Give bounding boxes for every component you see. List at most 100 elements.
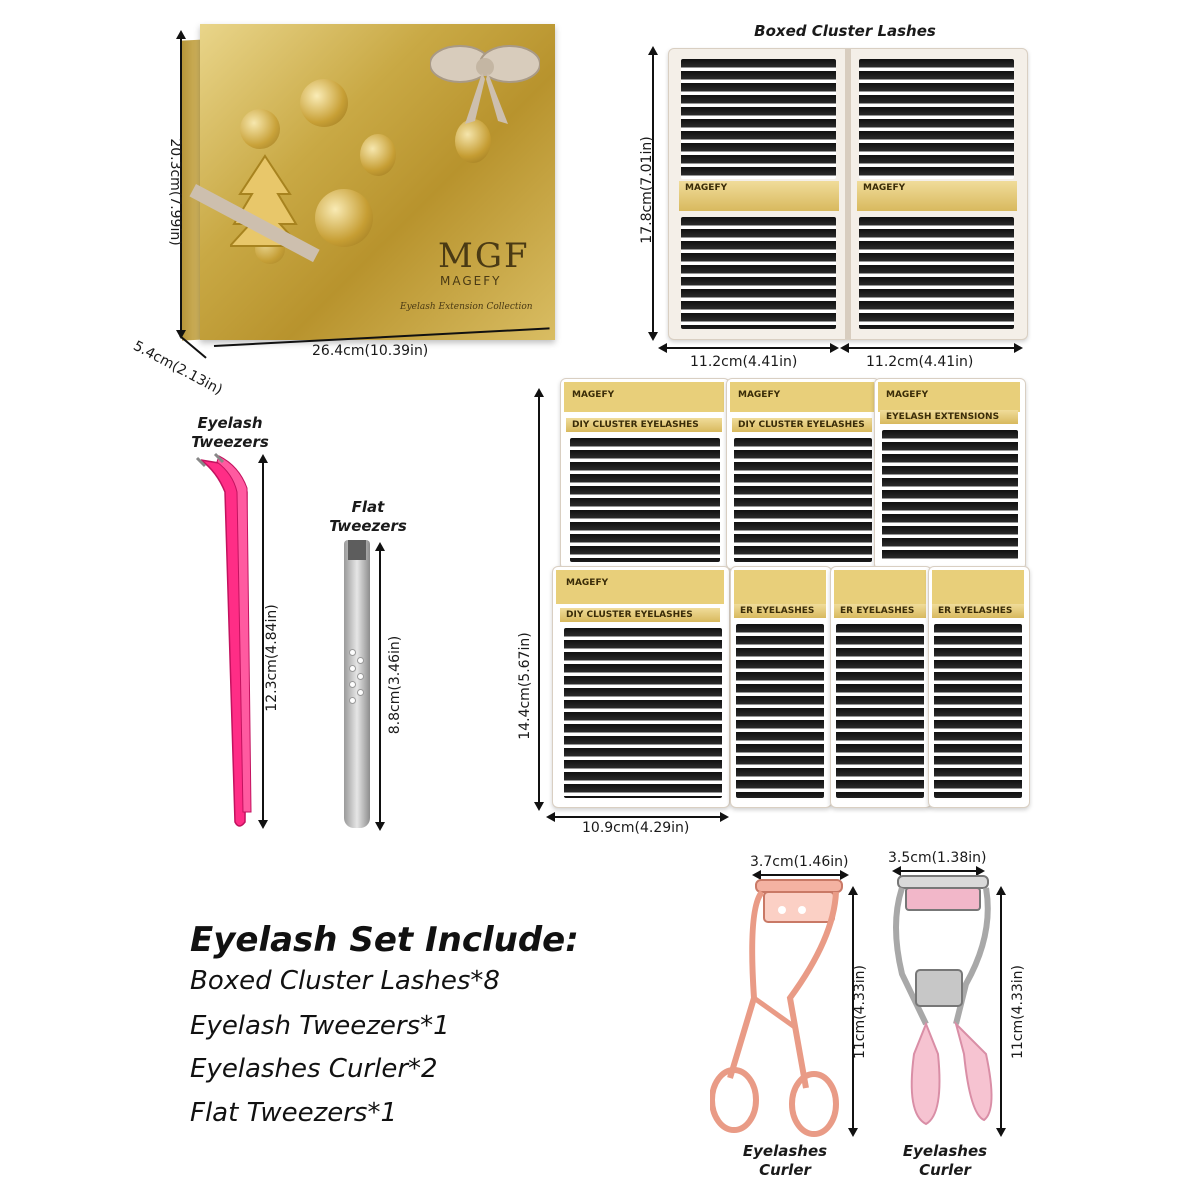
dimension-line <box>262 460 264 822</box>
curler1-width-label: 3.7cm(1.46in) <box>750 854 849 870</box>
pack-brand: MAGEFY <box>863 183 906 193</box>
lash-tray: MAGEFY MAGEFY <box>668 48 1028 340</box>
arrow-down-icon <box>176 330 186 339</box>
brand-subtitle: Eyelash Extension Collection <box>400 302 533 312</box>
gem-icon <box>358 690 363 695</box>
gem-icon <box>350 650 355 655</box>
dimension-line <box>898 870 978 872</box>
pack-band <box>564 382 724 412</box>
arrow-left-icon <box>892 866 901 876</box>
set-item: Flat Tweezers*1 <box>190 1098 398 1128</box>
arrow-down-icon <box>258 820 268 829</box>
arrow-up-icon <box>648 46 658 55</box>
pack-brand: MAGEFY <box>738 390 781 400</box>
arrow-up-icon <box>848 886 858 895</box>
pack-title: ER EYELASHES <box>734 604 826 618</box>
dimension-line <box>852 892 854 1130</box>
arrow-right-icon <box>976 866 985 876</box>
set-title: Eyelash Set Include: <box>190 920 579 960</box>
arrow-down-icon <box>648 332 658 341</box>
lash-strip-block <box>836 624 924 798</box>
set-item: Boxed Cluster Lashes*8 <box>190 966 500 996</box>
gem-icon <box>350 666 355 671</box>
ornament-icon <box>315 189 373 247</box>
brand-logo: MGF <box>438 236 530 276</box>
dimension-line <box>1000 892 1002 1130</box>
pack-band <box>556 570 724 604</box>
pack-title: DIY CLUSTER EYELASHES <box>560 608 720 622</box>
ornament-icon <box>240 109 280 149</box>
dimension-line <box>652 52 654 334</box>
pack-band <box>932 570 1024 604</box>
dimension-line <box>664 347 832 349</box>
arrow-left-icon <box>840 343 849 353</box>
tray-width-label-left: 11.2cm(4.41in) <box>690 354 798 370</box>
dimension-line <box>758 874 842 876</box>
set-item: Eyelashes Curler*2 <box>190 1054 438 1084</box>
caption-line: Flat <box>351 498 385 516</box>
box-depth-label: 5.4cm(2.13in) <box>130 338 225 399</box>
lash-strip-block <box>736 624 824 798</box>
arrow-down-icon <box>534 802 544 811</box>
tray-width-label-right: 11.2cm(4.41in) <box>866 354 974 370</box>
pack-width-label: 10.9cm(4.29in) <box>582 820 690 836</box>
pack-band <box>878 382 1020 412</box>
arrow-up-icon <box>375 542 385 551</box>
lash-strip-block <box>570 438 720 562</box>
boxed-cluster-lashes-title: Boxed Cluster Lashes <box>754 22 936 40</box>
lash-strip-block <box>859 217 1014 329</box>
arrow-down-icon <box>848 1128 858 1137</box>
tweezer-tip <box>348 540 366 560</box>
arrow-up-icon <box>996 886 1006 895</box>
box-height-label: 20.3cm(7.99in) <box>167 138 183 246</box>
caption-line: Tweezers <box>329 517 407 535</box>
dimension-line <box>379 548 381 824</box>
pack-brand: MAGEFY <box>566 578 609 588</box>
arrow-right-icon <box>720 812 729 822</box>
caption-line: Eyelash <box>197 414 263 432</box>
eyelash-tweezers-length-label: 12.3cm(4.84in) <box>264 604 280 712</box>
arrow-up-icon <box>176 30 186 39</box>
tray-height-label: 17.8cm(7.01in) <box>639 136 655 244</box>
caption-line: Eyelashes <box>902 1142 988 1160</box>
gem-icon <box>358 674 363 679</box>
tray-hinge <box>845 49 851 339</box>
dimension-line <box>846 347 1016 349</box>
gem-icon <box>350 682 355 687</box>
pack-band <box>730 382 874 412</box>
arrow-right-icon <box>1014 343 1023 353</box>
gem-icon <box>358 658 363 663</box>
gift-box-front: MGF MAGEFY Eyelash Extension Collection <box>189 24 555 340</box>
dimension-line <box>538 394 540 804</box>
curler1-height-label: 11cm(4.33in) <box>852 965 868 1060</box>
lash-strip-block <box>734 438 872 562</box>
curler2-width-label: 3.5cm(1.38in) <box>888 850 987 866</box>
lash-strip-block <box>681 217 836 329</box>
eyelash-tweezers-caption: Eyelash Tweezers <box>180 414 280 452</box>
bow-icon <box>430 45 540 124</box>
arrow-left-icon <box>658 343 667 353</box>
dimension-line <box>180 36 182 332</box>
caption-line: Tweezers <box>191 433 269 451</box>
flat-tweezers-length-label: 8.8cm(3.46in) <box>387 635 403 735</box>
eyelash-tweezers-icon <box>195 452 252 827</box>
tray-label: MAGEFY <box>857 181 1017 211</box>
arrow-down-icon <box>375 822 385 831</box>
brand-name: MAGEFY <box>440 274 502 288</box>
caption-line: Eyelashes <box>742 1142 828 1160</box>
pack-brand: MAGEFY <box>572 390 615 400</box>
pack-brand: MAGEFY <box>886 390 929 400</box>
pack-title: EYELASH EXTENSIONS <box>880 410 1018 424</box>
arrow-up-icon <box>258 454 268 463</box>
arrow-down-icon <box>996 1128 1006 1137</box>
box-width-label: 26.4cm(10.39in) <box>312 343 429 359</box>
eyelash-curler-silver-icon <box>893 875 993 1126</box>
lash-strip-block <box>564 628 722 798</box>
caption-line: Curler <box>919 1161 971 1179</box>
pack-band <box>734 570 826 604</box>
pack-title: DIY CLUSTER EYELASHES <box>566 418 722 432</box>
lash-strip-block <box>934 624 1022 798</box>
arrow-left-icon <box>546 812 555 822</box>
pack-band <box>834 570 926 604</box>
pack-title: ER EYELASHES <box>834 604 926 618</box>
